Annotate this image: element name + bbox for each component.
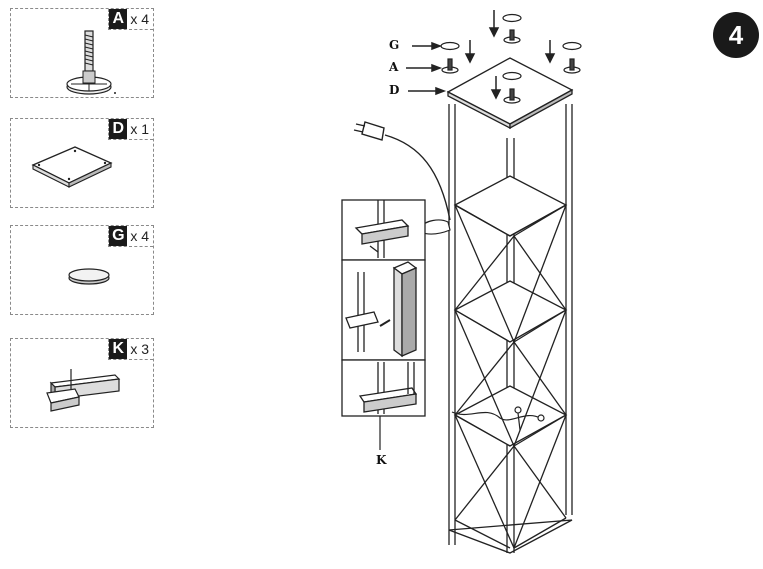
panel-icon (31, 146, 113, 188)
part-box-k: K x 3 (10, 338, 154, 428)
hand-icon (419, 219, 451, 235)
clip-icon (46, 369, 121, 412)
part-tag-d: D x 1 (108, 119, 153, 140)
detail-panel-top (341, 199, 426, 261)
part-tag-k: K x 3 (108, 339, 153, 360)
disc-icon (68, 268, 110, 285)
part-qty-k: x 3 (130, 341, 149, 357)
light-wiring (451, 406, 545, 431)
part-qty-a: x 4 (130, 11, 149, 27)
top-hardware (440, 13, 582, 104)
part-qty-d: x 1 (130, 121, 149, 137)
callout-d: D (389, 83, 400, 97)
part-tag-a: A x 4 (108, 9, 153, 30)
detail-panel-middle (341, 259, 426, 361)
callout-k: K (376, 453, 387, 467)
arrow-icon (406, 10, 556, 100)
screw-icon (66, 30, 116, 95)
part-letter-g: G (109, 226, 128, 246)
part-letter-d: D (109, 119, 128, 139)
callout-a: A (389, 60, 399, 74)
part-tag-g: G x 4 (108, 226, 153, 247)
part-box-d: D x 1 (10, 118, 154, 208)
step-number-badge: 4 (713, 12, 759, 58)
part-letter-k: K (109, 339, 128, 359)
part-qty-g: x 4 (130, 228, 149, 244)
detail-panel-bottom (341, 359, 426, 450)
part-box-a: A x 4 (10, 8, 154, 98)
power-cord (353, 121, 451, 221)
callout-g: G (389, 38, 400, 52)
part-box-g: G x 4 (10, 225, 154, 315)
display-tower (446, 57, 574, 554)
part-letter-a: A (109, 9, 128, 29)
